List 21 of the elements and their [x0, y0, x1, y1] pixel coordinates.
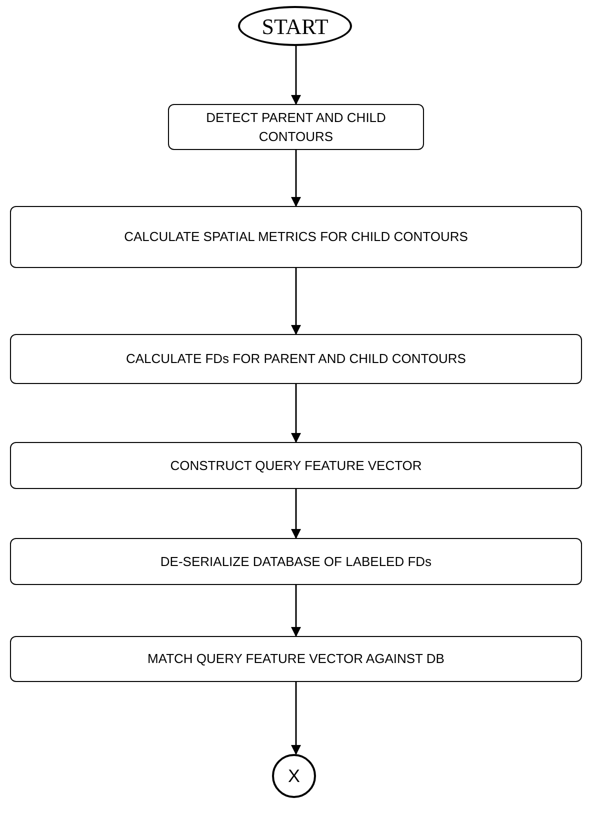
node-label: X — [288, 764, 300, 788]
arrow — [291, 150, 301, 207]
node-label: DETECT PARENT AND CHILD CONTOURS — [205, 108, 387, 146]
process-box — [10, 636, 582, 682]
arrow — [291, 384, 301, 443]
process-box — [168, 104, 424, 150]
arrow — [291, 268, 301, 335]
arrow — [291, 489, 301, 539]
node-label: CALCULATE SPATIAL METRICS FOR CHILD CONTOURS — [124, 228, 468, 246]
arrow — [291, 682, 301, 755]
arrow — [291, 46, 301, 105]
node-label: CALCULATE FDs FOR PARENT AND CHILD CONTOURS — [126, 350, 466, 368]
process-box — [10, 538, 582, 585]
node-label: DE-SERIALIZE DATABASE OF LABELED FDs — [160, 552, 432, 571]
node-label: START — [262, 12, 328, 40]
process-box — [10, 206, 582, 268]
process-box — [10, 334, 582, 384]
node-label: MATCH QUERY FEATURE VECTOR AGAINST DB — [148, 650, 444, 668]
arrow — [291, 585, 301, 637]
node-label: CONSTRUCT QUERY FEATURE VECTOR — [170, 456, 422, 475]
process-box — [10, 442, 582, 489]
